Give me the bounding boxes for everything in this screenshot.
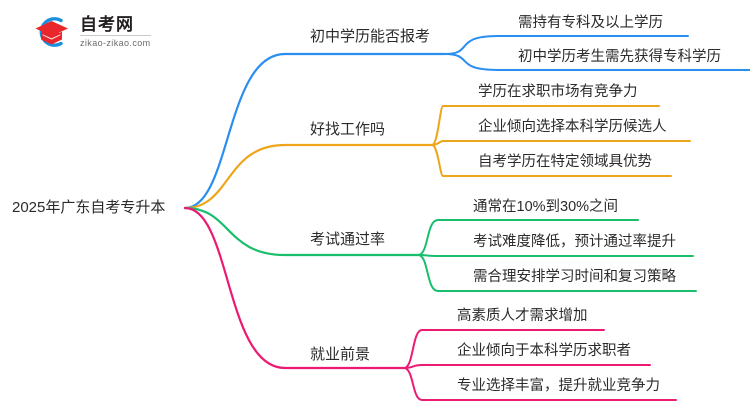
mindmap-branch-label-0[interactable]: 初中学历能否报考 (310, 28, 431, 45)
mindmap-leaf-label-3-1[interactable]: 企业倾向于本科学历求职者 (457, 343, 631, 359)
mindmap-leaf-label-3-0[interactable]: 高素质人才需求增加 (457, 308, 588, 324)
connector-line (444, 35, 689, 55)
connector-line (444, 53, 750, 71)
connector-line (403, 367, 677, 401)
mindmap-branch-label-1[interactable]: 好找工作吗 (310, 121, 386, 138)
mindmap-leaf-label-1-2[interactable]: 自考学历在特定领域具优势 (478, 154, 652, 170)
mindmap-branch-label-3[interactable]: 就业前景 (310, 346, 371, 363)
mindmap-leaf-label-2-1[interactable]: 考试难度降低，预计通过率提升 (473, 234, 676, 250)
site-logo: 自考网 zikao-zikao.com (30, 10, 210, 54)
connector-line (431, 105, 660, 146)
connector-line (183, 143, 434, 210)
connector-line (183, 52, 447, 210)
graduation-cap-icon (30, 13, 72, 51)
mindmap-leaf-label-1-0[interactable]: 学历在求职市场有竞争力 (478, 84, 638, 100)
mindmap-leaf-label-2-0[interactable]: 通常在10%到30%之间 (473, 199, 619, 215)
connector-line (417, 254, 697, 292)
connector-line (431, 140, 691, 146)
logo-domain: zikao-zikao.com (80, 38, 151, 48)
connector-line (183, 206, 406, 370)
mindmap-leaf-label-0-1[interactable]: 初中学历考生需先获得专科学历 (518, 49, 721, 65)
connector-line (417, 219, 639, 256)
connector-line (403, 364, 651, 369)
mindmap-leaf-label-2-2[interactable]: 需合理安排学习时间和复习策略 (473, 269, 676, 285)
mindmap-leaf-label-0-0[interactable]: 需持有专科及以上学历 (518, 15, 663, 31)
connector-line (403, 329, 605, 369)
mindmap-root-label[interactable]: 2025年广东自考专升本 (12, 199, 166, 216)
logo-wordmark: 自考网 zikao-zikao.com (80, 16, 151, 48)
mindmap-branch-label-2[interactable]: 考试通过率 (310, 231, 386, 248)
mindmap-leaf-label-3-2[interactable]: 专业选择丰富，提升就业竞争力 (457, 378, 660, 394)
connector-line (417, 254, 694, 257)
mindmap-leaf-label-1-1[interactable]: 企业倾向选择本科学历候选人 (478, 119, 667, 135)
connector-line (183, 206, 420, 257)
connector-line (431, 144, 672, 177)
logo-title: 自考网 (80, 16, 151, 36)
